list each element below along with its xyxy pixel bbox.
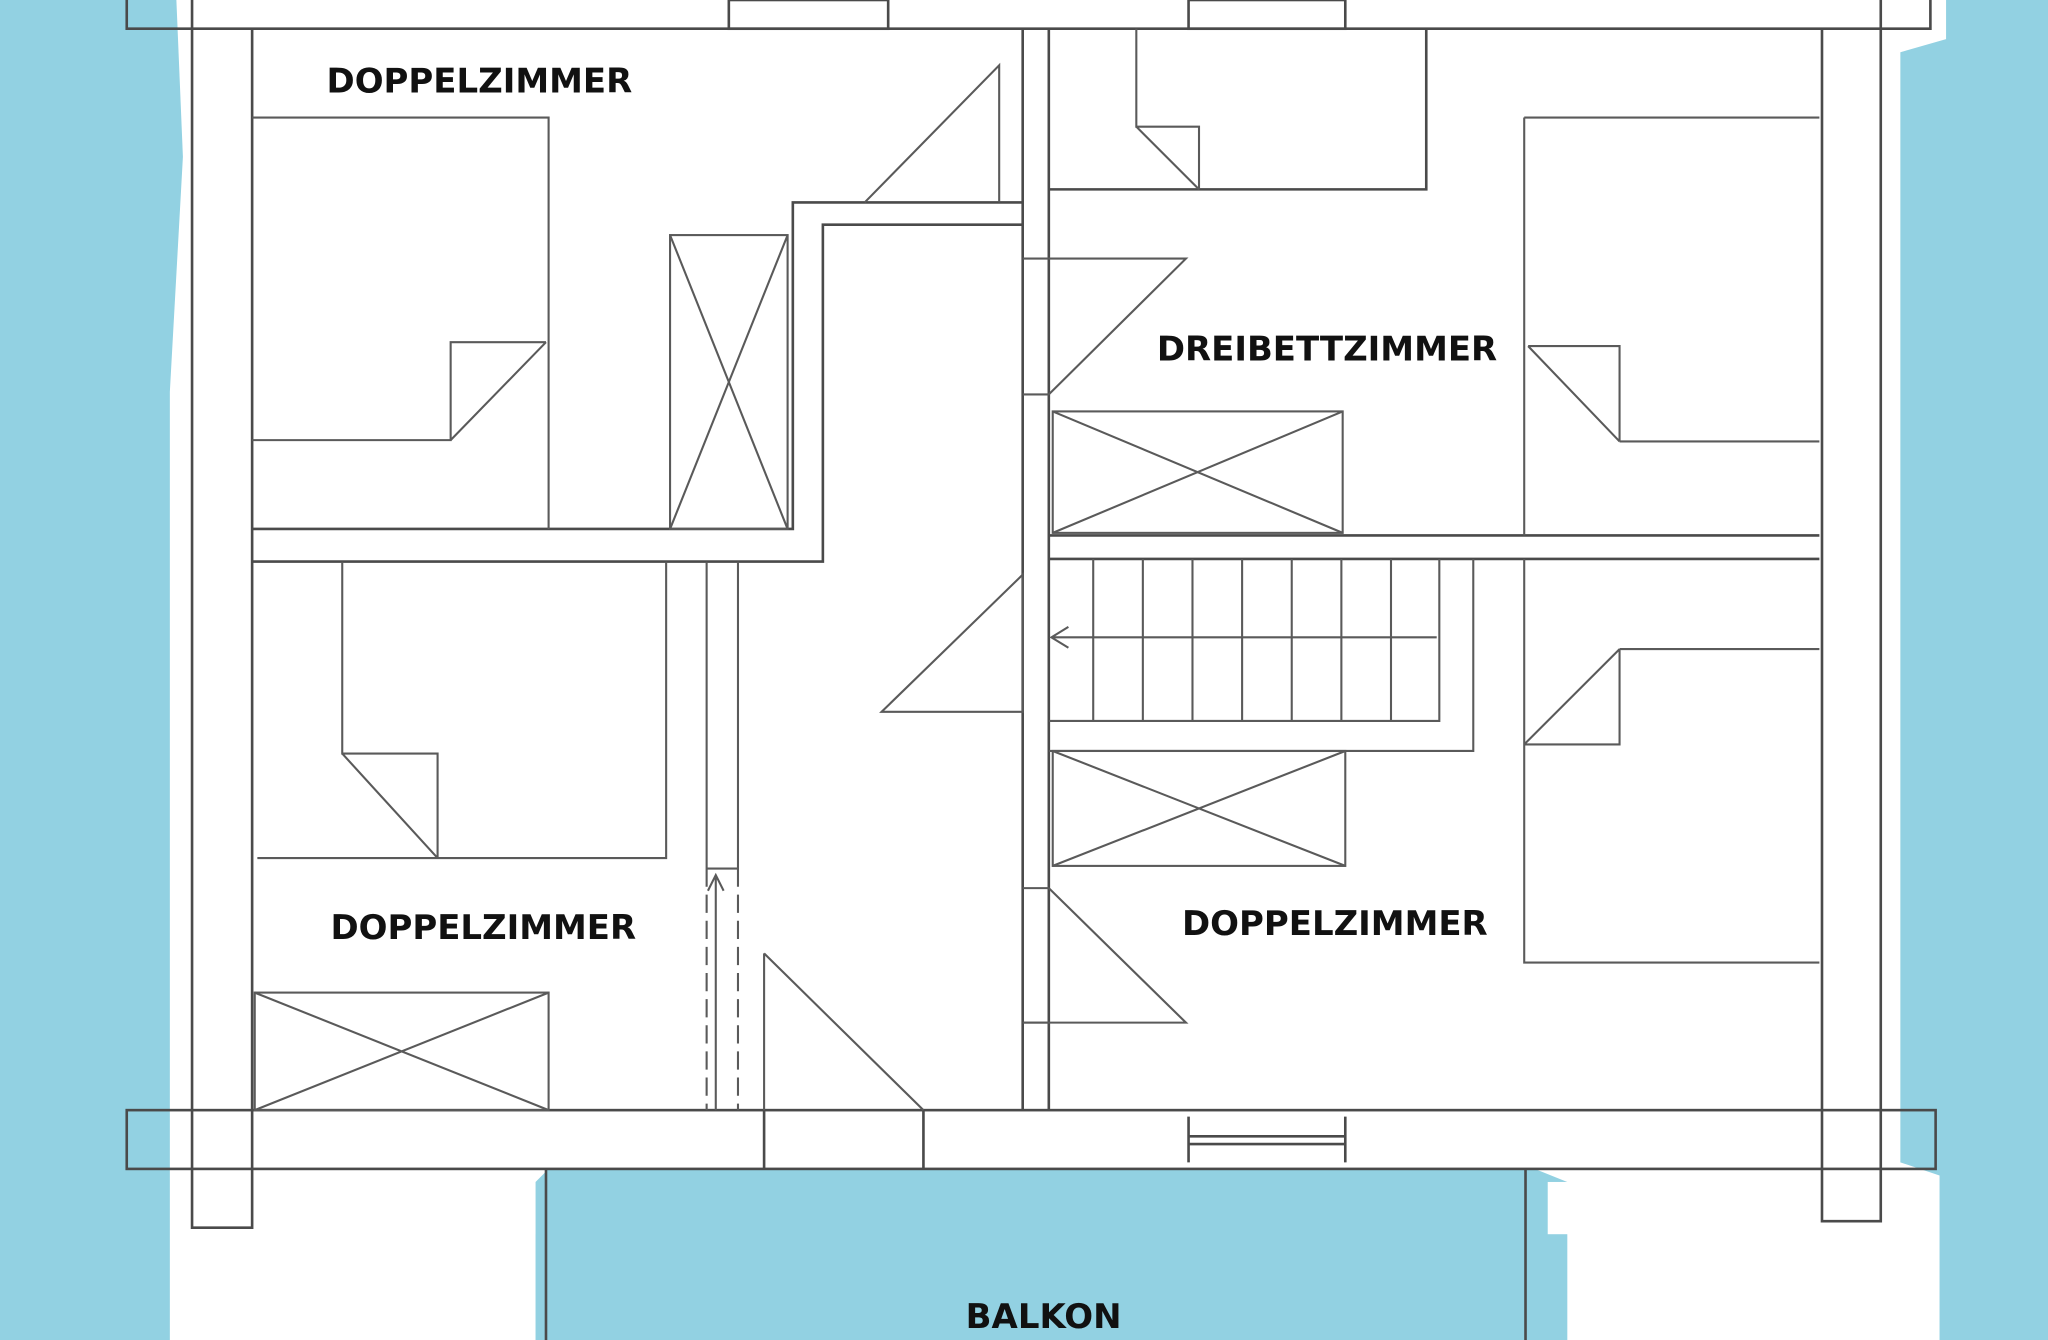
room-label-top-right: DREIBETTZIMMER — [1157, 329, 1497, 369]
sliding-door — [705, 561, 740, 1111]
room-label-bottom-right: DOPPELZIMMER — [1182, 904, 1488, 944]
balcony — [544, 1168, 1527, 1340]
room-label-top-left: DOPPELZIMMER — [327, 62, 633, 102]
interior-walls — [252, 28, 1820, 1111]
staircase — [1048, 558, 1475, 753]
room-label-balcony: BALKON — [966, 1297, 1122, 1337]
wardrobes — [253, 234, 1347, 1112]
doors — [763, 62, 1189, 1111]
room-label-bottom-left: DOPPELZIMMER — [330, 908, 636, 948]
bottom-openings — [762, 1110, 1347, 1169]
beds — [252, 28, 1820, 964]
outer-walls — [125, 0, 1937, 1229]
paper-area — [111, 0, 1947, 1340]
